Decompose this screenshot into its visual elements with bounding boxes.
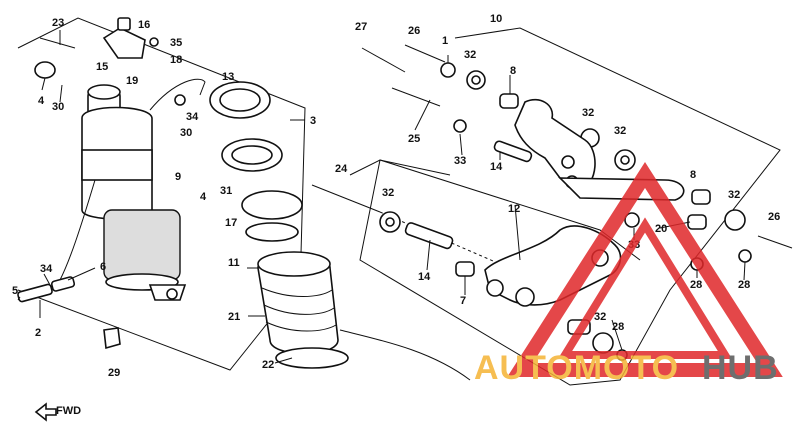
callout-27: 27 — [355, 21, 367, 33]
swing-arm-link — [484, 225, 622, 306]
callout-5: 5 — [12, 285, 18, 297]
callout-32c: 32 — [614, 125, 626, 137]
bolt-26 — [404, 44, 446, 63]
fwd-label: FWD — [56, 405, 81, 417]
callout-14b: 14 — [418, 271, 431, 283]
callout-18: 18 — [170, 54, 182, 66]
callout-21: 21 — [228, 311, 240, 323]
group-outline-arm — [349, 159, 641, 261]
callout-1: 1 — [442, 35, 448, 47]
callout-4b: 4 — [200, 191, 207, 203]
dust-boot — [257, 251, 471, 381]
callout-30a: 30 — [52, 101, 64, 113]
shock-link-bracket — [514, 98, 596, 191]
callout-22: 22 — [262, 359, 274, 371]
seal-set — [209, 81, 303, 242]
callout-26b: 26 — [768, 211, 780, 223]
callout-31: 31 — [220, 185, 232, 197]
watermark-brand-right: HUB — [702, 349, 779, 387]
callout-25: 25 — [408, 133, 420, 145]
callout-9: 9 — [175, 171, 181, 183]
callout-26a: 26 — [408, 25, 420, 37]
callout-30b: 30 — [180, 127, 192, 139]
callout-32d: 32 — [382, 187, 394, 199]
callout-17: 17 — [225, 217, 237, 229]
bolt-27 — [361, 47, 406, 73]
remote-adjuster — [17, 94, 186, 303]
callout-16: 16 — [138, 19, 150, 31]
callout-35: 35 — [170, 37, 182, 49]
callout-10: 10 — [490, 13, 502, 25]
bolt-24 — [311, 184, 381, 213]
callout-2: 2 — [35, 327, 41, 339]
callout-29: 29 — [108, 367, 120, 379]
callout-4a: 4 — [38, 95, 45, 107]
mount-bracket — [39, 17, 159, 59]
callout-32e: 32 — [728, 189, 740, 201]
callout-8b: 8 — [690, 169, 696, 181]
shock-absorber — [34, 61, 206, 301]
watermark-triangle — [507, 162, 783, 377]
callout-11: 11 — [228, 257, 240, 269]
watermark-logo: AUTOMOTO HUB — [474, 162, 783, 387]
bolt-25 — [391, 87, 441, 107]
callout-3: 3 — [310, 115, 316, 127]
clip-29 — [103, 327, 121, 350]
bolt-26-right — [757, 235, 793, 249]
callout-14a: 14 — [490, 161, 503, 173]
callout-32a: 32 — [464, 49, 476, 61]
callout-34b: 34 — [40, 263, 53, 275]
callout-20: 20 — [655, 223, 667, 235]
callout-13: 13 — [222, 71, 234, 83]
callout-28c: 28 — [612, 321, 624, 333]
callout-33a: 33 — [454, 155, 466, 167]
group-outline-linkage — [359, 27, 781, 386]
callout-labels: 1 2 3 4 4 5 6 7 8 8 9 10 11 12 13 14 14 … — [12, 13, 780, 379]
callout-34a: 34 — [186, 111, 199, 123]
callout-32f: 32 — [594, 311, 606, 323]
callout-15: 15 — [96, 61, 108, 73]
watermark-brand-left: AUTOMOTO — [474, 349, 679, 387]
callout-28b: 28 — [738, 279, 750, 291]
callout-28a: 28 — [690, 279, 702, 291]
callout-24: 24 — [335, 163, 348, 175]
callout-6: 6 — [100, 261, 106, 273]
collars — [379, 70, 752, 361]
callout-7: 7 — [460, 295, 466, 307]
leader-lines — [17, 30, 746, 364]
callout-19: 19 — [126, 75, 138, 87]
fwd-arrow: FWD — [34, 402, 81, 422]
callout-23: 23 — [52, 17, 64, 29]
callout-8a: 8 — [510, 65, 516, 77]
callout-32b: 32 — [582, 107, 594, 119]
callout-12: 12 — [508, 203, 520, 215]
